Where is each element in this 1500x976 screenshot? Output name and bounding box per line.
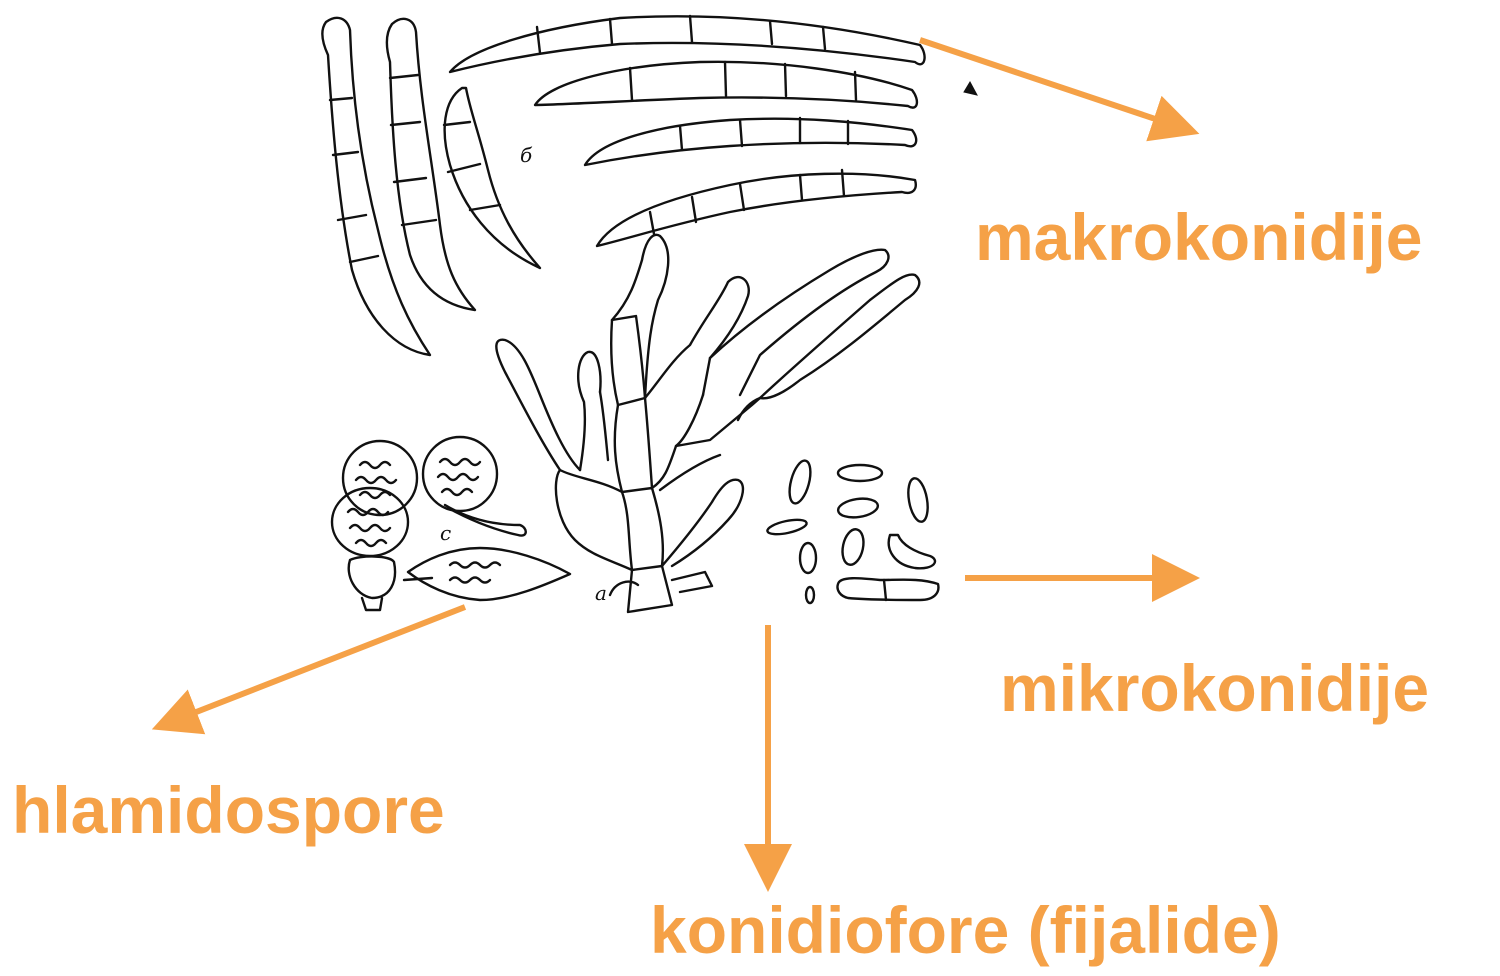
label-hlamidospore: hlamidospore: [12, 777, 445, 843]
microconidia-illustration: [766, 458, 938, 603]
arrows: [163, 40, 1188, 880]
label-makrokonidije: makrokonidije: [975, 204, 1422, 270]
panel-letter-c: c: [440, 521, 451, 545]
panel-letter-a: a: [595, 581, 607, 605]
pointer-mark: [964, 82, 977, 95]
panel-letter-b: б: [520, 143, 533, 167]
conidiophore-illustration: a: [496, 235, 919, 612]
chlamydospores-illustration: c: [332, 437, 570, 610]
arrow-hlamidospore: [163, 607, 465, 725]
label-konidiofore: konidiofore (fijalide): [650, 897, 1281, 963]
label-mikrokonidije: mikrokonidije: [1000, 655, 1429, 721]
arrow-makrokonidije: [920, 40, 1188, 130]
